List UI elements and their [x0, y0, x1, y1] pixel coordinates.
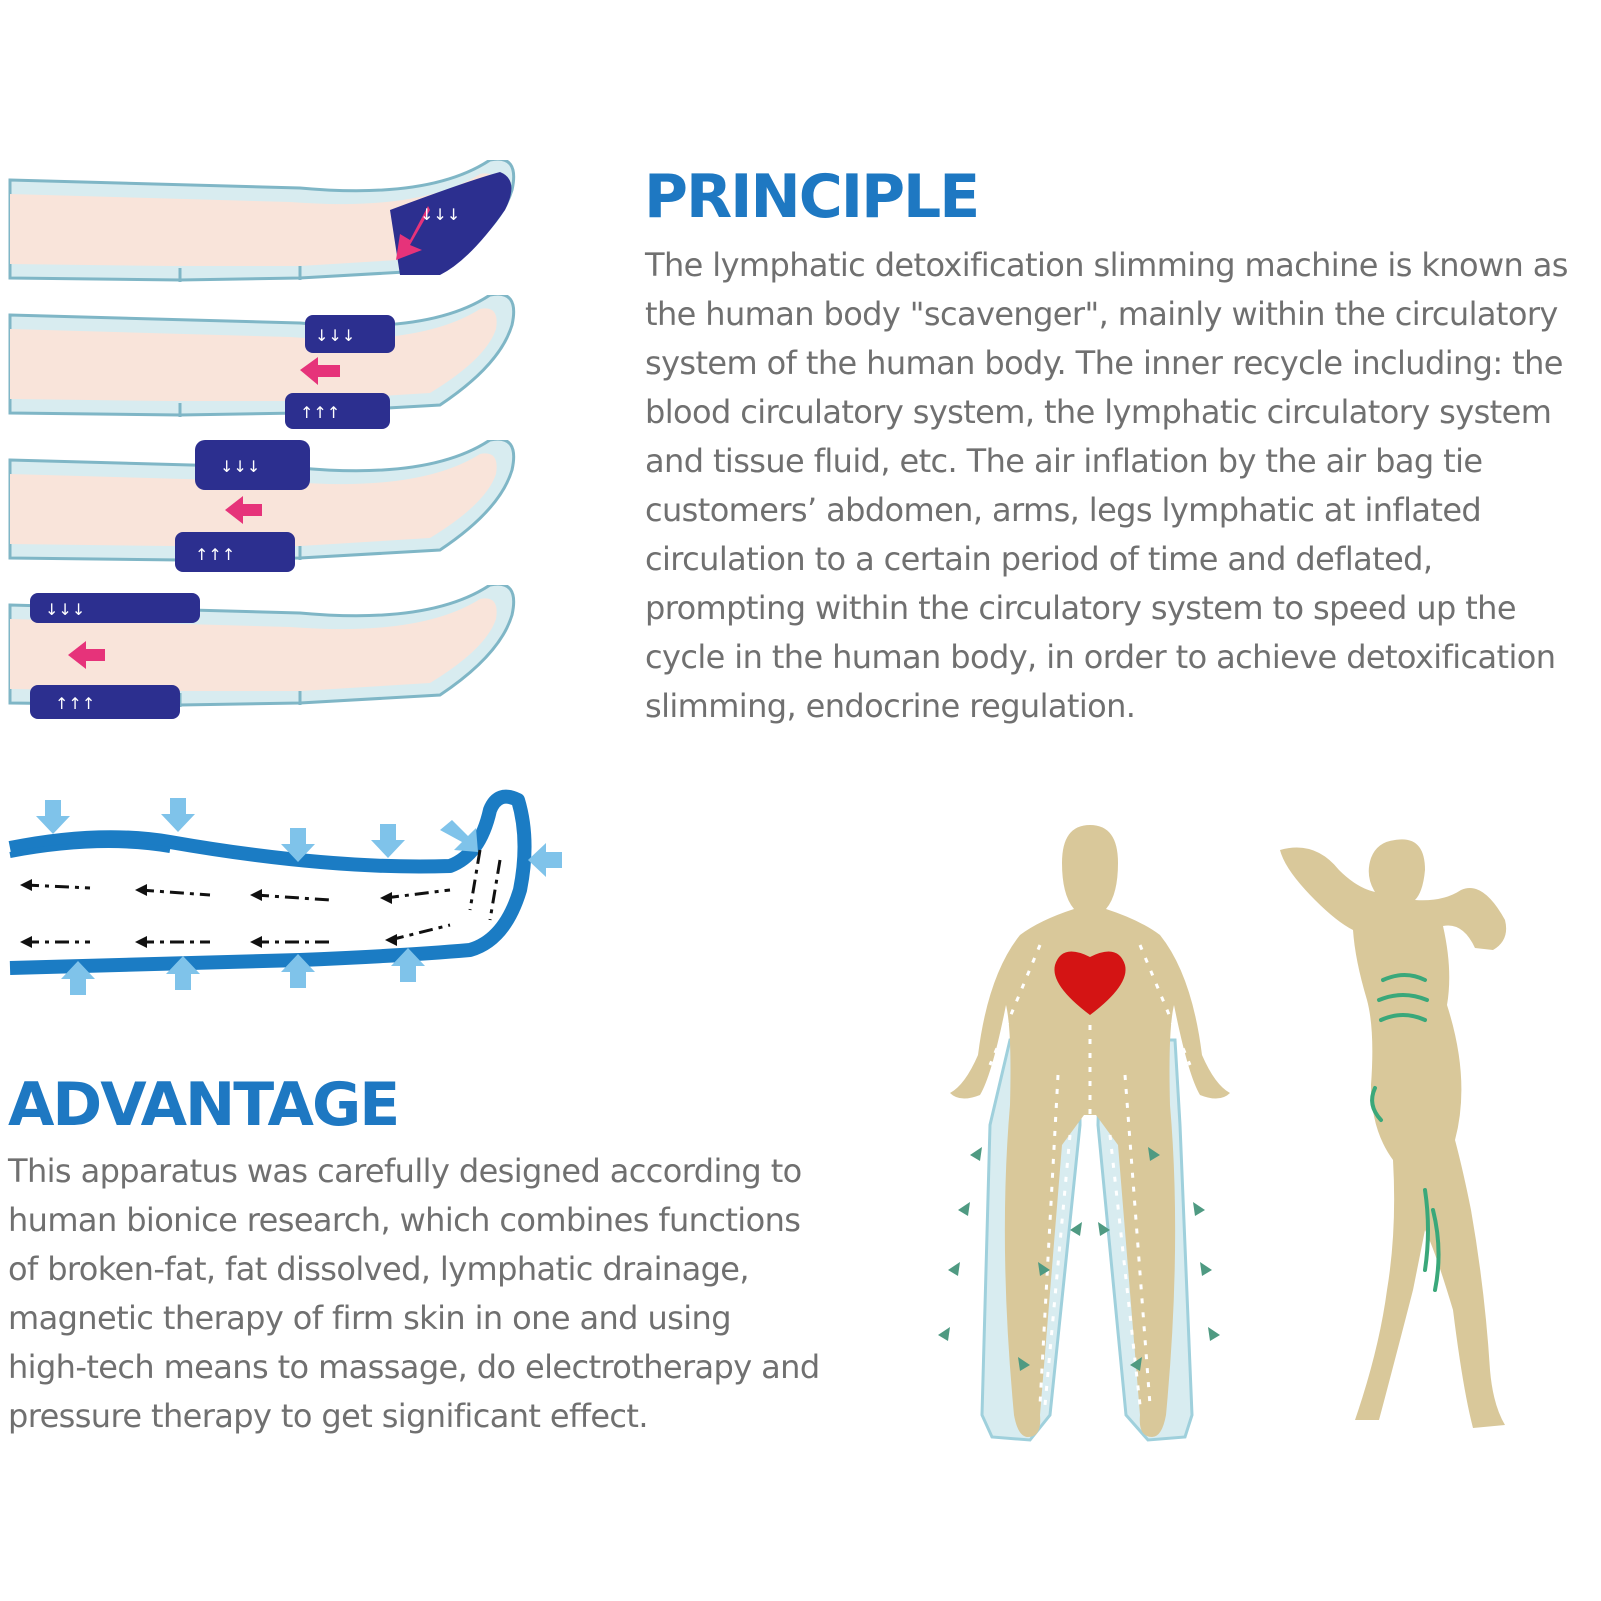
- leg-stage-2: ↓↓↓ ↑↑↑: [8, 295, 516, 429]
- principle-line: and tissue fluid, etc. The air inflation…: [645, 442, 1483, 480]
- svg-text:↓↓↓: ↓↓↓: [220, 457, 260, 476]
- svg-text:↑↑↑: ↑↑↑: [55, 694, 95, 713]
- advantage-line: pressure therapy to get significant effe…: [8, 1397, 649, 1435]
- side-body-figure-illustration: [1280, 839, 1507, 1428]
- advantage-paragraph: This apparatus was carefully designed ac…: [8, 1147, 868, 1441]
- principle-line: slimming, endocrine regulation.: [645, 687, 1136, 725]
- leg-compression-sequence-illustration: ↓↓↓ ↓↓↓ ↑↑↑ ↓↓↓ ↑↑↑ ↓↓↓ ↑↑↑: [8, 160, 516, 719]
- svg-text:↓↓↓: ↓↓↓: [315, 326, 355, 345]
- principle-line: the human body "scavenger", mainly withi…: [645, 295, 1558, 333]
- leg-stage-4: ↓↓↓ ↑↑↑: [8, 585, 516, 719]
- advantage-line: high-tech means to massage, do electroth…: [8, 1348, 820, 1386]
- principle-line: prompting within the circulatory system …: [645, 589, 1517, 627]
- leg-pressure-cross-section-illustration: [8, 789, 562, 995]
- principle-line: cycle in the human body, in order to ach…: [645, 638, 1556, 676]
- leg-stage-1: ↓↓↓: [8, 160, 516, 284]
- leg-stage-3: ↓↓↓ ↑↑↑: [8, 440, 516, 572]
- principle-line: blood circulatory system, the lymphatic …: [645, 393, 1552, 431]
- advantage-line: magnetic therapy of firm skin in one and…: [8, 1299, 732, 1337]
- svg-text:↓↓↓: ↓↓↓: [420, 205, 460, 224]
- advantage-heading: ADVANTAGE: [8, 1070, 400, 1140]
- front-body-lymph-flow-illustration: [938, 825, 1230, 1442]
- svg-text:↑↑↑: ↑↑↑: [300, 403, 340, 422]
- advantage-line: This apparatus was carefully designed ac…: [8, 1152, 802, 1190]
- principle-paragraph: The lymphatic detoxification slimming ma…: [645, 241, 1595, 731]
- principle-heading: PRINCIPLE: [644, 162, 980, 232]
- principle-line: The lymphatic detoxification slimming ma…: [645, 246, 1568, 284]
- svg-text:↑↑↑: ↑↑↑: [195, 545, 235, 564]
- principle-line: customers’ abdomen, arms, legs lymphatic…: [645, 491, 1482, 529]
- advantage-line: human bionice research, which combines f…: [8, 1201, 801, 1239]
- principle-line: system of the human body. The inner recy…: [645, 344, 1563, 382]
- svg-text:↓↓↓: ↓↓↓: [45, 600, 85, 619]
- principle-line: circulation to a certain period of time …: [645, 540, 1433, 578]
- advantage-line: of broken-fat, fat dissolved, lymphatic …: [8, 1250, 750, 1288]
